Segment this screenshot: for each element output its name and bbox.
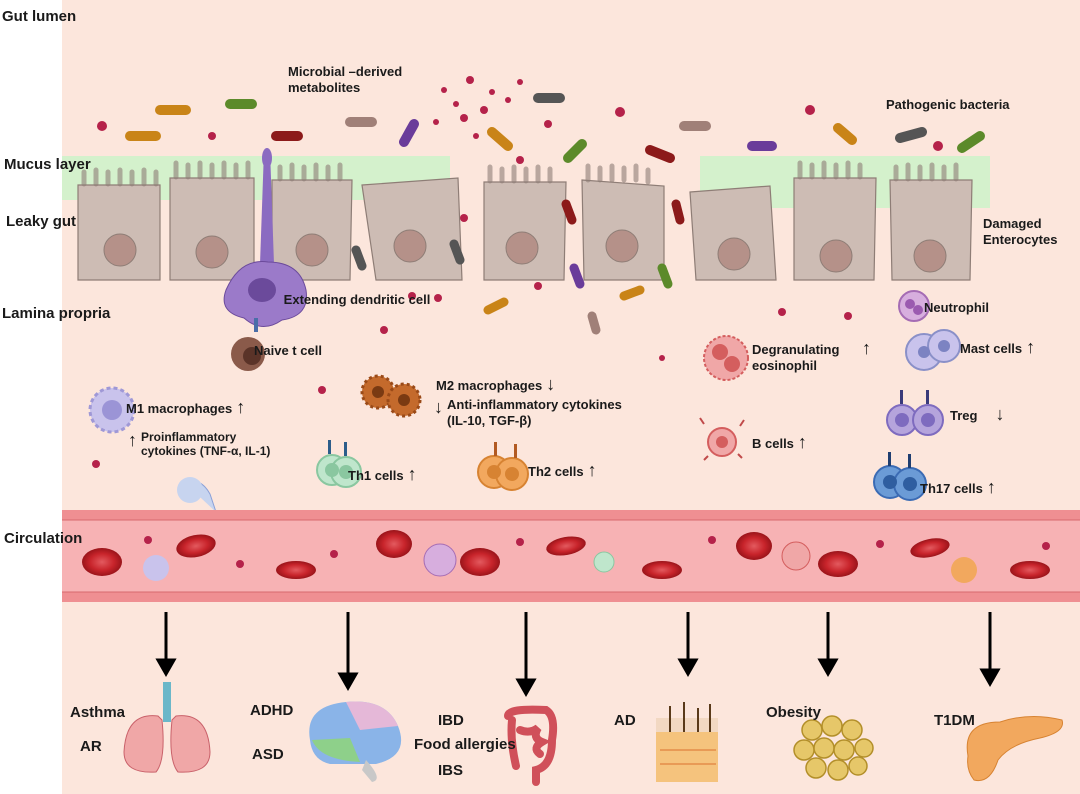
degranulating-eosinophil-label: Degranulating eosinophil: [752, 342, 840, 373]
ar-label: AR: [80, 738, 102, 755]
microvilli: [81, 160, 959, 187]
th2-cells-arrow: ↑: [587, 460, 597, 480]
blood-vessel: [62, 510, 1080, 602]
m2-macrophages-label: M2 macrophages↓: [436, 374, 556, 394]
m1-macrophages-arrow: ↑: [236, 397, 246, 417]
obesity-label: Obesity: [766, 704, 822, 721]
eosinophil-arrow: ↑: [862, 338, 871, 358]
lungs-icon: [123, 682, 211, 773]
mucus-layer-label: Mucus layer: [4, 156, 91, 173]
leaky-gut-label: Leaky gut: [6, 213, 77, 230]
brain-icon: [309, 701, 402, 782]
th17-cell-icon: [873, 452, 927, 501]
enterocyte-nuclei: [103, 229, 947, 273]
b-cells-arrow: ↑: [797, 432, 807, 452]
asthma-label: Asthma: [70, 704, 126, 721]
gut-lumen-label: Gut lumen: [2, 8, 77, 25]
microbial-metabolites-label: Microbial –derived metabolites: [288, 64, 403, 95]
ibs-label: IBS: [438, 762, 464, 779]
treg-arrow: ↓: [995, 404, 1005, 424]
th17-cells-label: Th17 cells↑: [920, 477, 996, 497]
mast-cells-icon: [905, 329, 961, 371]
b-cells-label: B cells↑: [752, 432, 807, 452]
mast-cells-arrow: ↑: [1026, 337, 1036, 357]
adhd-label: ADHD: [250, 702, 294, 719]
th17-cells-arrow: ↑: [986, 477, 996, 497]
extending-dendritic-cell-label: Extending dendritic cell: [283, 292, 431, 307]
pathogenic-bacteria-label: Pathogenic bacteria: [886, 97, 1010, 112]
neutrophil-label: Neutrophil: [924, 300, 989, 315]
circulation-label: Circulation: [4, 530, 83, 547]
circulating-cells: [143, 536, 1050, 583]
th1-cells-label: Th1 cells↑: [348, 464, 417, 484]
eosinophil-cell: [703, 335, 749, 381]
lamina-propria-label: Lamina propria: [2, 305, 111, 322]
anti-inflammatory-cytokines-label: ↓Anti-inflammatory cytokines (IL-10, TGF…: [434, 397, 622, 428]
adipose-icon: [793, 715, 874, 781]
naive-t-cell-label: Naive t cell: [254, 343, 322, 358]
intestine-icon: [504, 705, 558, 786]
t1dm-label: T1DM: [934, 712, 975, 729]
skin-icon: [656, 702, 718, 782]
treg-cell-icon: [886, 390, 944, 436]
damaged-enterocytes-label: Damaged Enterocytes: [983, 216, 1058, 247]
proinflammatory-arrow: ↑: [128, 430, 137, 450]
ibd-label: IBD: [438, 712, 464, 729]
mast-cells-label: Mast cells↑: [960, 337, 1036, 357]
th1-cell-icon: [316, 440, 362, 488]
th2-cell-icon: [477, 442, 529, 491]
food-allergies-label: Food allergies: [414, 736, 516, 753]
th1-cells-arrow: ↑: [407, 464, 417, 484]
asd-label: ASD: [252, 746, 284, 763]
pancreas-icon: [966, 716, 1064, 782]
proinflammatory-cytokines-label: ↑Proinflammatory cytokines (TNF-α, IL-1): [128, 430, 271, 459]
metabolite-dots: [92, 76, 943, 468]
anti-inflammatory-arrow: ↓: [434, 397, 443, 417]
m1-macrophages-label: M1 macrophages↑: [126, 397, 246, 417]
th2-cells-label: Th2 cells↑: [528, 460, 597, 480]
enterocyte-row: [77, 177, 973, 281]
treg-label: Treg↓: [950, 404, 1005, 424]
naive-t-cell: [231, 318, 265, 371]
m2-macrophages-arrow: ↓: [546, 374, 556, 394]
red-blood-cells: [82, 530, 1050, 579]
neutrophil-cell: [898, 290, 930, 322]
bacteria: [125, 93, 985, 335]
b-cell-icon: [699, 417, 745, 461]
ad-label: AD: [614, 712, 636, 729]
disease-arrows: [155, 612, 1001, 698]
dendritic-cell: [223, 148, 307, 327]
